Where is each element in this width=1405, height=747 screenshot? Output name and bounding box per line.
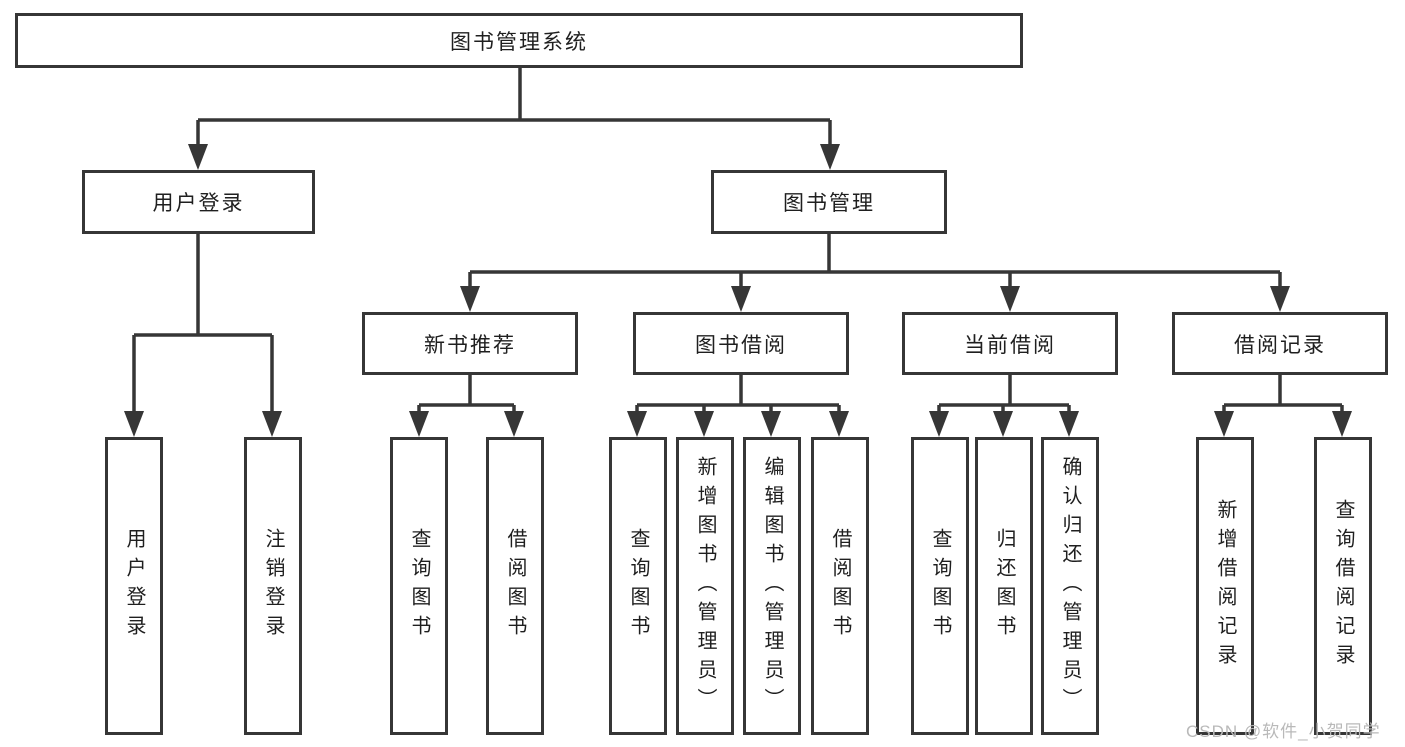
connector-borrow-records-branch [1214,375,1352,437]
node-leaf-return-books-label: 归还图书 [993,528,1015,644]
node-leaf-query-borrow-record: 查询借阅记录 [1314,437,1372,735]
node-leaf-recommend-query-books: 查询图书 [390,437,448,735]
node-leaf-recommend-borrow-books-label: 借阅图书 [504,528,526,644]
connector-book-management-branch [460,234,1290,312]
node-leaf-logout-label: 注销登录 [262,528,284,644]
node-book-borrow: 图书借阅 [633,312,849,375]
node-user-login: 用户登录 [82,170,315,234]
connector-new-book-recommend-branch [409,375,524,437]
connector-book-borrow-branch [627,375,849,437]
node-leaf-confirm-return-admin: 确认归还（管理员） [1041,437,1099,735]
node-borrow-records-label: 借阅记录 [1234,333,1326,357]
connector-root-to-level1 [188,68,840,170]
node-leaf-user-login: 用户登录 [105,437,163,735]
node-leaf-add-books-admin: 新增图书（管理员） [676,437,734,735]
node-book-management-label: 图书管理 [783,192,875,215]
node-leaf-borrow-query-books-label: 查询图书 [627,528,649,644]
node-current-borrow: 当前借阅 [902,312,1118,375]
node-user-login-label: 用户登录 [152,192,245,215]
node-leaf-current-query-books-label: 查询图书 [929,528,951,644]
node-current-borrow-label: 当前借阅 [964,333,1056,357]
connector-user-login-branch [124,234,282,437]
node-new-book-recommend: 新书推荐 [362,312,578,375]
node-leaf-user-login-label: 用户登录 [123,528,145,644]
node-book-borrow-label: 图书借阅 [695,333,787,357]
node-library-system-label: 图书管理系统 [450,30,588,54]
node-leaf-add-borrow-record-label: 新增借阅记录 [1214,499,1236,673]
node-leaf-return-books: 归还图书 [975,437,1033,735]
node-new-book-recommend-label: 新书推荐 [424,333,516,357]
node-leaf-query-borrow-record-label: 查询借阅记录 [1332,499,1354,673]
connector-current-borrow-branch [929,375,1079,437]
node-book-management: 图书管理 [711,170,947,234]
node-leaf-recommend-query-books-label: 查询图书 [408,528,430,644]
node-library-system: 图书管理系统 [15,13,1023,68]
node-leaf-edit-books-admin: 编辑图书（管理员） [743,437,801,735]
node-leaf-borrow-books-label: 借阅图书 [829,528,851,644]
node-borrow-records: 借阅记录 [1172,312,1388,375]
node-leaf-borrow-books: 借阅图书 [811,437,869,735]
node-leaf-borrow-query-books: 查询图书 [609,437,667,735]
csdn-watermark: CSDN @软件_小贺同学 [1186,722,1381,741]
node-leaf-current-query-books: 查询图书 [911,437,969,735]
node-leaf-logout: 注销登录 [244,437,302,735]
node-leaf-add-borrow-record: 新增借阅记录 [1196,437,1254,735]
node-leaf-recommend-borrow-books: 借阅图书 [486,437,544,735]
node-leaf-edit-books-admin-label: 编辑图书（管理员） [761,455,783,717]
node-leaf-confirm-return-admin-label: 确认归还（管理员） [1059,455,1081,717]
node-leaf-add-books-admin-label: 新增图书（管理员） [694,455,716,717]
